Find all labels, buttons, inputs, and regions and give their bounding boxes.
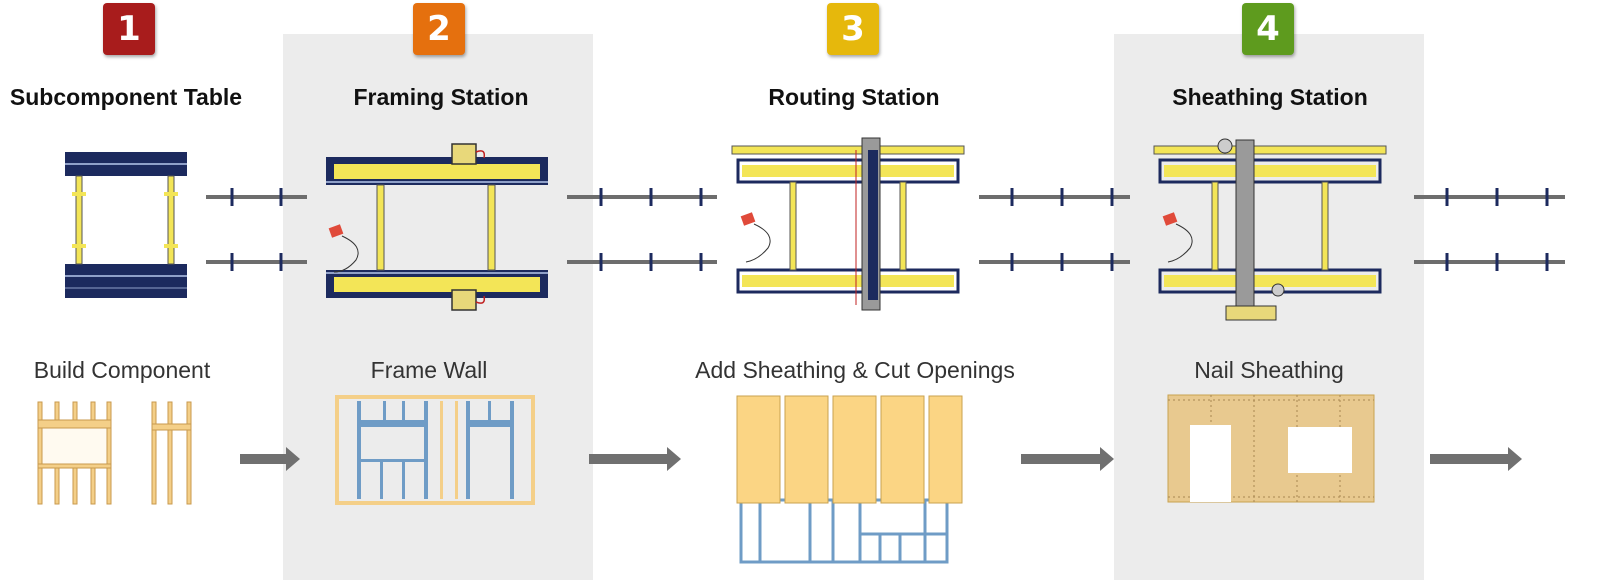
- flow-arrow-icon: [589, 447, 681, 471]
- station-3-subtitle: Add Sheathing & Cut Openings: [695, 357, 1015, 383]
- flow-arrow-icon: [1430, 447, 1522, 471]
- flow-arrow-icon: [1021, 447, 1114, 471]
- station-4-subtitle: Nail Sheathing: [1194, 357, 1344, 383]
- framed-wall-drawing: [335, 395, 535, 505]
- laser-tag-icon: [1162, 212, 1178, 226]
- station-2-badge: 2: [413, 3, 465, 55]
- station-2-background: [283, 34, 593, 580]
- flow-arrows: [240, 447, 1522, 471]
- flow-arrow-icon: [240, 447, 300, 471]
- station-2-title: Framing Station: [353, 84, 529, 110]
- nailed-sheathing-drawing: [1167, 394, 1375, 503]
- wall-component-drawing: [37, 401, 192, 505]
- conveyor-rollers: [230, 188, 1549, 271]
- station-3-title: Routing Station: [768, 84, 940, 110]
- routing-station-machine: [731, 137, 965, 311]
- conveyor-rails: [206, 195, 1565, 264]
- station-1-badge: 1: [103, 3, 155, 55]
- station-2-subtitle: Frame Wall: [370, 357, 488, 383]
- station-4-title: Sheathing Station: [1172, 84, 1368, 110]
- station-4-badge: 4: [1242, 3, 1294, 55]
- sheathing-station-machine: [1153, 138, 1387, 321]
- conveyor-rail-icon: [206, 195, 1565, 264]
- laser-tag-icon: [740, 212, 756, 226]
- sheathing-panels-drawing: [736, 395, 963, 564]
- framing-station-machine: [326, 143, 548, 311]
- station-3-badge: 3: [827, 3, 879, 55]
- laser-tag-icon: [328, 224, 344, 238]
- subcomponent-table-machine: [65, 152, 187, 298]
- station-1-title: Subcomponent Table: [9, 84, 243, 110]
- station-1-subtitle: Build Component: [33, 357, 211, 383]
